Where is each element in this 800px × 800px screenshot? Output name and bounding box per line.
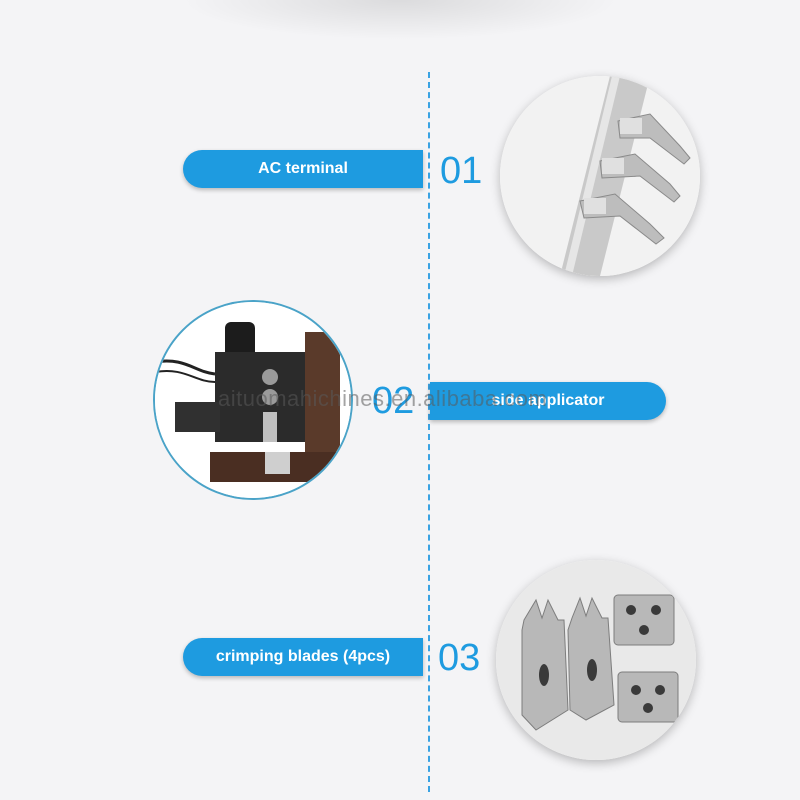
top-shadow <box>180 0 620 40</box>
section-3-label: crimping blades (4pcs) <box>183 638 423 676</box>
section-2-label-text: side applicator <box>491 392 605 409</box>
ac-terminal-image <box>500 76 700 276</box>
section-1-label: AC terminal <box>183 150 423 188</box>
dashed-divider <box>428 72 430 792</box>
section-3-label-text: crimping blades (4pcs) <box>215 648 391 665</box>
section-1-label-text: AC terminal <box>258 160 348 177</box>
crimping-blades-image <box>496 560 696 760</box>
section-1-number: 01 <box>440 150 483 192</box>
section-2-number: 02 <box>372 380 415 422</box>
side-applicator-image <box>153 300 353 500</box>
section-3-number: 03 <box>438 637 481 679</box>
section-2-label: side applicator <box>430 382 666 420</box>
